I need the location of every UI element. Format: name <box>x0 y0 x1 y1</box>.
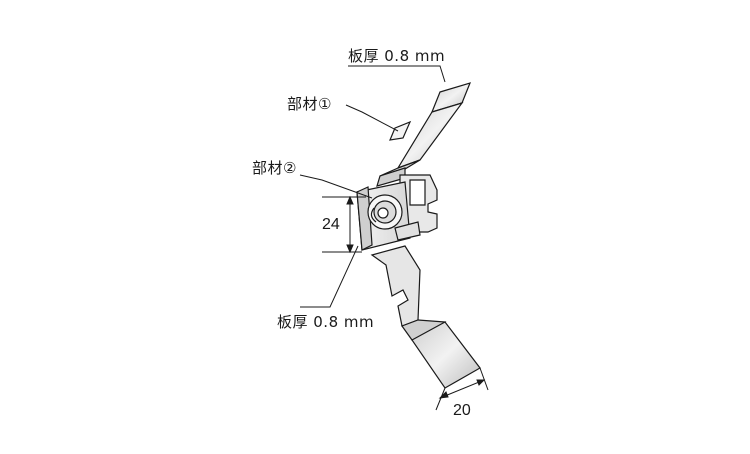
part1-upper-strap <box>376 82 472 187</box>
dimension-width-value: 20 <box>453 402 471 419</box>
part2-clip-body <box>356 174 438 251</box>
dimension-height-value: 24 <box>322 216 340 233</box>
dimension-20 <box>435 367 489 411</box>
part1-label: 部材① <box>287 95 332 113</box>
thickness-label-bottom: 板厚 0.8 mm <box>277 313 375 331</box>
lower-strap <box>370 245 481 389</box>
thickness-label-top: 板厚 0.8 mm <box>348 47 446 65</box>
dimension-24 <box>322 195 366 254</box>
leader-lines <box>299 65 446 308</box>
part2-label: 部材② <box>252 159 297 177</box>
